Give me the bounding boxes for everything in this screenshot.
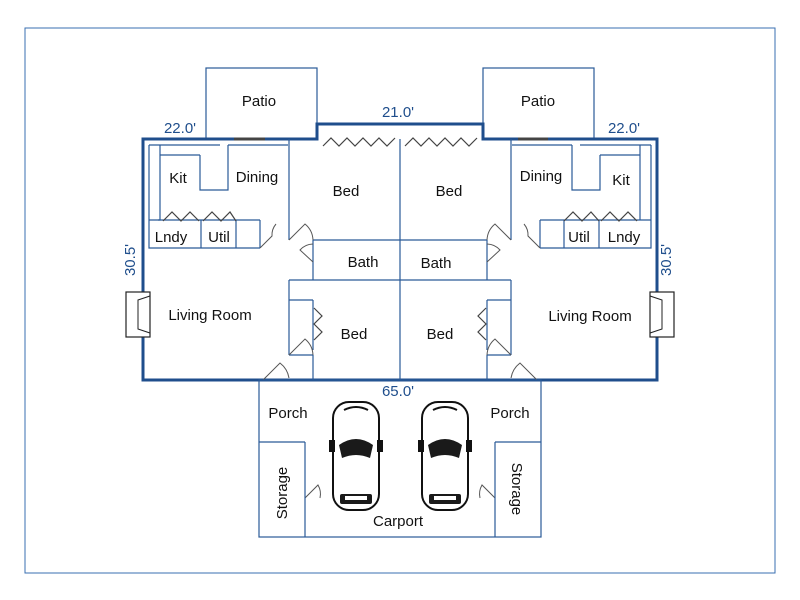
- dimension-top-center: 21.0': [382, 104, 414, 121]
- lndy-left-label: Lndy: [155, 229, 188, 246]
- car-left: [329, 401, 383, 511]
- lndy-right-label: Lndy: [608, 229, 641, 246]
- bed-top-right-label: Bed: [436, 183, 463, 200]
- kit-right-label: Kit: [612, 172, 630, 189]
- bath-left-label: Bath: [348, 254, 379, 271]
- carport-walls: [258, 379, 542, 538]
- dining-right-label: Dining: [520, 168, 563, 185]
- dimension-side-right: 30.5': [658, 244, 675, 276]
- util-left-label: Util: [208, 229, 230, 246]
- porch-left-label: Porch: [268, 405, 307, 422]
- dimension-bottom: 65.0': [382, 383, 414, 400]
- drawing-frame: [24, 27, 776, 574]
- patio-right-label: Patio: [521, 93, 555, 110]
- patio-left-label: Patio: [242, 93, 276, 110]
- dining-left-label: Dining: [236, 169, 279, 186]
- bath-right-label: Bath: [421, 255, 452, 272]
- closet-doors: [162, 137, 638, 341]
- porch-right-label: Porch: [490, 405, 529, 422]
- fireplace-right: [649, 291, 675, 338]
- door-swings: [259, 223, 541, 499]
- living-left-label: Living Room: [168, 307, 251, 324]
- bed-top-left-label: Bed: [333, 183, 360, 200]
- fireplace-left: [125, 291, 151, 338]
- bed-bottom-left-label: Bed: [341, 326, 368, 343]
- dimension-top-right: 22.0': [608, 120, 640, 137]
- util-right-label: Util: [568, 229, 590, 246]
- interior-walls-left: [148, 139, 511, 380]
- interior-walls-right: [486, 139, 652, 380]
- bed-bottom-right-label: Bed: [427, 326, 454, 343]
- dimension-side-left: 30.5': [122, 244, 139, 276]
- storage-right-label: Storage: [508, 463, 525, 516]
- car-right: [418, 401, 472, 511]
- storage-left-label: Storage: [274, 467, 291, 520]
- carport-label: Carport: [373, 513, 424, 530]
- dimension-top-left: 22.0': [164, 120, 196, 137]
- living-right-label: Living Room: [548, 308, 631, 325]
- kit-left-label: Kit: [169, 170, 187, 187]
